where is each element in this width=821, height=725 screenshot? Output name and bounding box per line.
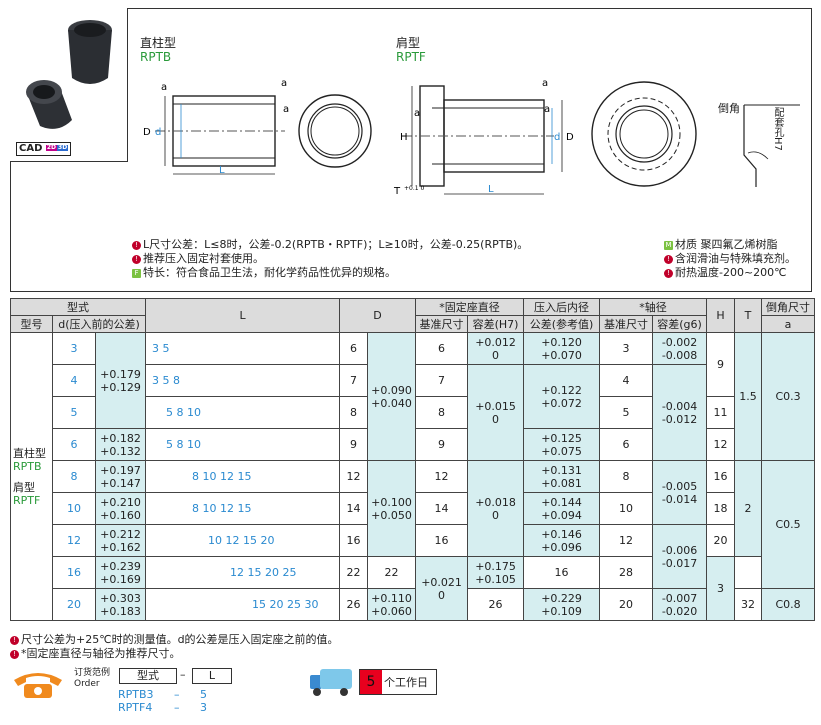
svg-text:D: D xyxy=(566,132,574,143)
order-type-box: 型式 xyxy=(119,668,177,684)
feature-mark-icon: F xyxy=(132,269,141,278)
spec-table: 型式 L D *固定座直径 压入后内径 *轴径 H T 倒角尺寸 型号 d(压入… xyxy=(9,298,816,621)
table-row: 5 5 8 10 8 8 5 11 xyxy=(11,396,815,429)
type2-title: 肩型 RPTF xyxy=(396,36,426,64)
info-mark-icon: ! xyxy=(10,650,19,659)
order-dash: – xyxy=(180,668,186,681)
footer-notes: !尺寸公差为+25℃时的测量值。d的公差是压入固定座之前的值。 !*固定座直径与… xyxy=(10,633,510,661)
delivery-badge: 5 个工作日 xyxy=(359,669,437,695)
phone-icon xyxy=(14,673,62,698)
svg-text:a: a xyxy=(161,82,167,93)
svg-text:a: a xyxy=(544,104,550,115)
chamfer-detail xyxy=(743,104,800,187)
table-header-2: 型号 d(压入前的公差) 基准尺寸 容差(H7) 公差(参考值) 基准尺寸 容差… xyxy=(10,315,816,333)
svg-text:+0.1 0: +0.1 0 xyxy=(404,185,424,192)
order-label: 订货范例 Order xyxy=(74,668,111,689)
footer-note-recommended: !*固定座直径与轴径为推荐尺寸。 xyxy=(10,647,510,661)
table-row: 20 +0.303 +0.183 15 20 25 30 26 +0.110 +… xyxy=(11,588,816,621)
svg-text:H: H xyxy=(400,132,408,143)
info-mark-icon: ! xyxy=(132,241,141,250)
chamfer-label: 倒角 xyxy=(718,102,740,115)
table-row: 8 +0.197 +0.147 8 10 12 15 12 +0.100 +0.… xyxy=(11,460,816,589)
svg-text:d: d xyxy=(155,127,161,138)
bushing-photo-icon xyxy=(26,20,112,129)
svg-text:L: L xyxy=(219,165,225,176)
order-examples: RPTB3–5 RPTF4–3 xyxy=(118,688,207,714)
svg-text:a: a xyxy=(283,104,289,115)
order-length-box: L xyxy=(192,668,232,684)
product-photo xyxy=(10,8,128,162)
rptb-drawing: D d L a a a xyxy=(143,78,372,176)
notes-left: !L尺寸公差：L≤8时，公差-0.2(RPTB・RPTF)；L≥10时，公差-0… xyxy=(132,238,552,280)
fit-hole-label: 配套孔H7 xyxy=(772,107,783,151)
info-mark-icon: ! xyxy=(10,636,19,645)
order-example-2: RPTF4–3 xyxy=(118,701,207,714)
note-press-fit: !推荐压入固定衬套使用。 xyxy=(132,252,552,266)
table-row: 12 +0.212 +0.162 10 12 15 20 16 16 +0.14… xyxy=(11,524,815,589)
svg-text:a: a xyxy=(542,78,548,89)
svg-text:D: D xyxy=(143,127,151,138)
material-mark-icon: M xyxy=(664,241,673,250)
info-mark-icon: ! xyxy=(664,269,673,278)
note-heat: !耐热温度-200~200℃ xyxy=(664,266,812,280)
cad-2d-badge[interactable]: 2D xyxy=(45,144,58,151)
table-row: 直柱型 RPTB 肩型 RPTF 3 +0.179 +0.129 3 5 6 +… xyxy=(10,332,816,621)
info-mark-icon: ! xyxy=(132,255,141,264)
delivery-truck-icon xyxy=(310,669,352,696)
type1-title: 直柱型 RPTB xyxy=(140,36,177,64)
delivery-days: 5 xyxy=(360,670,382,694)
table-row: 10 +0.210 +0.160 8 10 12 15 14 14 +0.144… xyxy=(11,492,815,525)
svg-text:d: d xyxy=(554,132,560,143)
cad-3d-badge[interactable]: 3D xyxy=(57,144,69,151)
svg-text:a: a xyxy=(414,108,420,119)
note-oil: !含润滑油与特殊填充剂。 xyxy=(664,252,812,266)
info-mark-icon: ! xyxy=(664,255,673,264)
type-name-cell: 直柱型 RPTB 肩型 RPTF xyxy=(10,332,53,621)
table-row: 16 +0.239 +0.169 12 15 20 25 22 22 +0.02… xyxy=(11,556,815,621)
table-header-1: 型式 L D *固定座直径 压入后内径 *轴径 H T 倒角尺寸 xyxy=(9,298,816,333)
rptf-drawing: H D d L T +0.1 0 a a a xyxy=(393,78,697,197)
order-example-1: RPTB3–5 xyxy=(118,688,207,701)
table-row: 6 +0.182 +0.132 5 8 10 9 9 +0.125 +0.075… xyxy=(11,428,815,461)
svg-text:a: a xyxy=(281,78,287,89)
note-l-tolerance: !L尺寸公差：L≤8时，公差-0.2(RPTB・RPTF)；L≥10时，公差-0… xyxy=(132,238,552,252)
delivery-unit: 个工作日 xyxy=(384,676,428,689)
footer-note-tolerance: !尺寸公差为+25℃时的测量值。d的公差是压入固定座之前的值。 xyxy=(10,633,510,647)
svg-text:L: L xyxy=(488,184,494,195)
svg-text:T: T xyxy=(393,186,401,197)
